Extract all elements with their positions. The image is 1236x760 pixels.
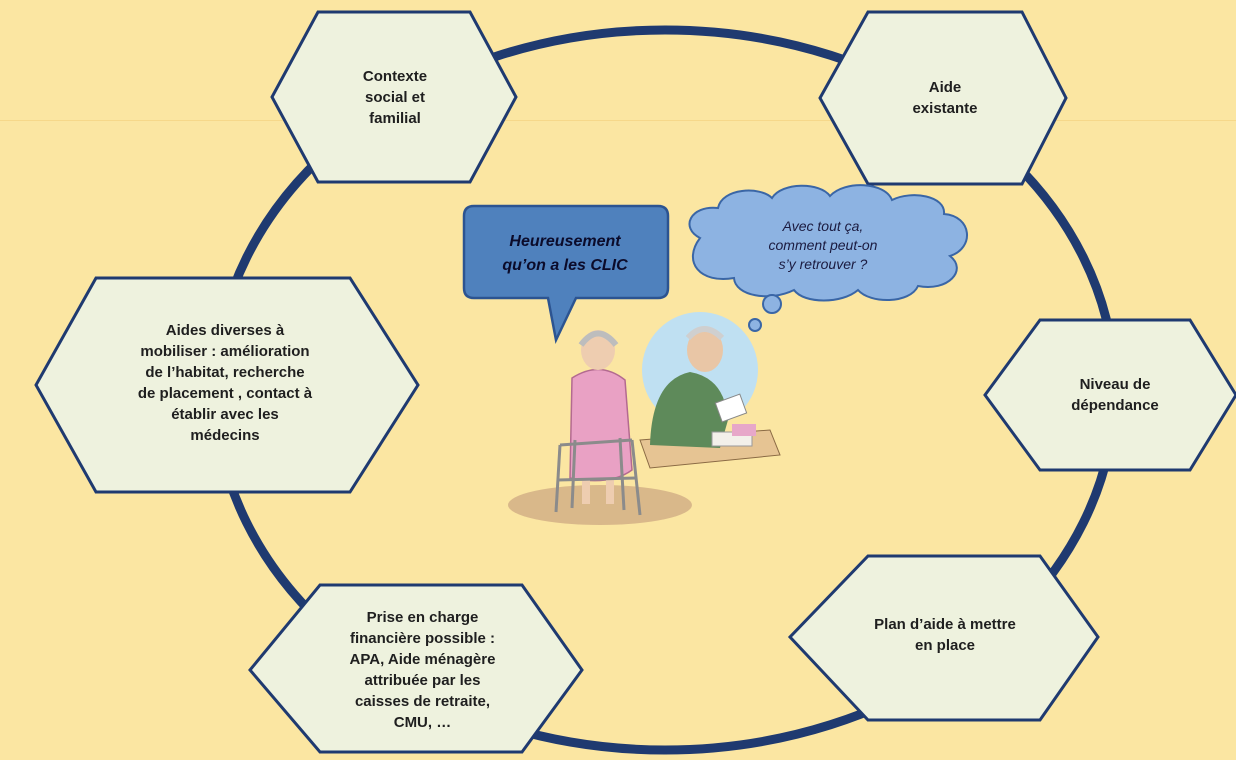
hex-existing-help (818, 10, 1068, 186)
hex-social-context (270, 10, 518, 184)
help-plan-label: Plan d’aide à mettre en place (874, 616, 1016, 654)
thought-bubble-shape (688, 184, 968, 347)
hex-various-help (34, 276, 420, 494)
hex-financial-support (248, 583, 584, 754)
background-stripe (0, 120, 1236, 121)
existing-help-label: Aide existante (912, 79, 978, 117)
hex-dependency-level (983, 318, 1236, 472)
speech-bubble-text: Heureusement qu’on a les CLIC (502, 233, 628, 274)
hex-help-plan (787, 554, 1100, 722)
financial-support-label: Prise en charge financière possible : AP… (349, 609, 496, 731)
thought-bubble-text: Avec tout ça, comment peut-on s’y retrou… (768, 217, 878, 272)
various-help-label: Aides diverses à mobiliser : amélioratio… (137, 322, 313, 444)
dependency-level-label: Niveau de dépendance (1071, 376, 1159, 414)
speech-bubble-shape (462, 204, 670, 344)
social-context-label: Contexte social et familial (362, 68, 428, 127)
elderly-couple-illustration (508, 312, 781, 525)
